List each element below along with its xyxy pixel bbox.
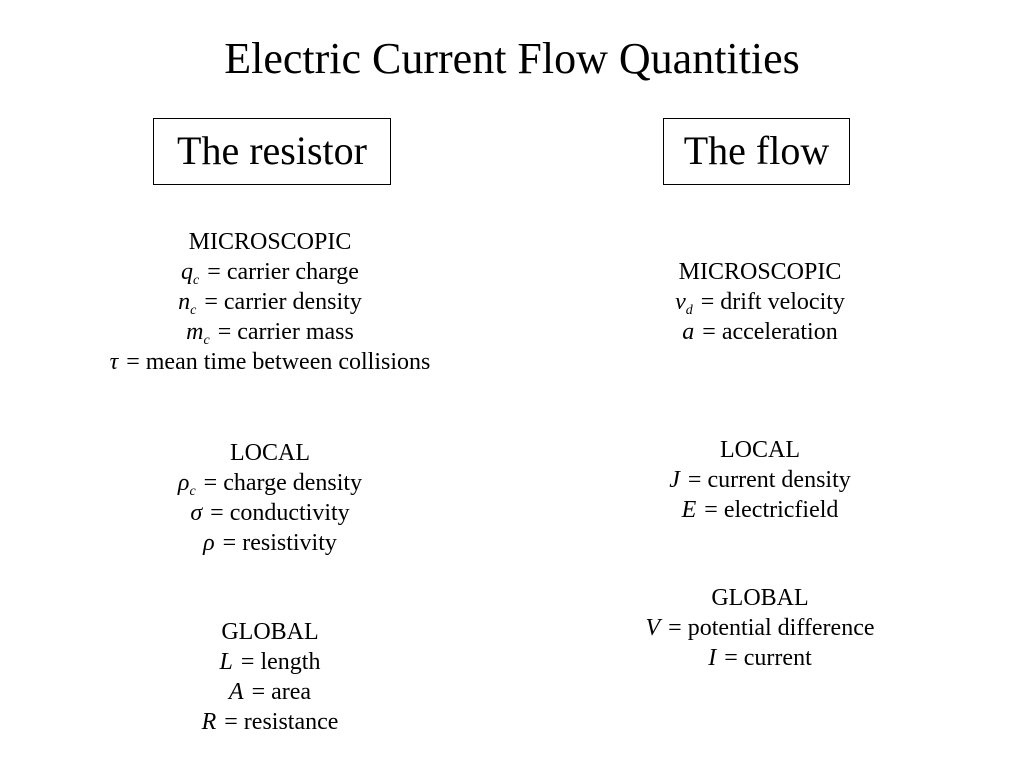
equals-sign: = xyxy=(217,319,232,345)
definition-line: R =resistance xyxy=(40,707,500,737)
equals-sign: = xyxy=(668,615,682,641)
symbol: J xyxy=(669,467,680,493)
definition-line: ρc =charge density xyxy=(40,468,500,499)
equals-sign: = xyxy=(240,649,255,675)
definition-text: conductivity xyxy=(229,500,350,526)
equals-sign: = xyxy=(704,497,718,523)
definition-text: current density xyxy=(707,467,851,493)
definition-line: L =length xyxy=(40,647,500,677)
symbol: a xyxy=(682,319,695,345)
equals-sign: = xyxy=(207,259,221,285)
equals-sign: = xyxy=(204,289,218,315)
symbol: ρ xyxy=(203,530,215,556)
flow-microscopic-group: MICROSCOPIC vd=drift velocity a=accelera… xyxy=(530,257,990,347)
definition-text: area xyxy=(271,679,312,705)
flow-global-group: GLOBAL V=potential difference I=current xyxy=(530,583,990,673)
group-heading: LOCAL xyxy=(230,440,310,466)
symbol: τ xyxy=(109,349,119,375)
definition-line: V =potential difference xyxy=(530,613,990,643)
symbol: V xyxy=(645,615,661,641)
definition-line: E =electricfield xyxy=(530,495,990,525)
definition-text: electricfield xyxy=(723,497,839,523)
definition-text: potential difference xyxy=(687,615,875,641)
symbol: L xyxy=(219,649,233,675)
definition-text: current xyxy=(743,645,812,671)
equals-sign: = xyxy=(224,709,238,735)
equals-sign: = xyxy=(126,349,140,375)
group-heading: LOCAL xyxy=(720,437,800,463)
definition-text: length xyxy=(260,649,321,675)
symbol: ρc xyxy=(177,470,196,499)
equals-sign: = xyxy=(203,470,218,496)
definition-line: ρ =resistivity xyxy=(40,528,500,558)
definition-line: τ =mean time between collisions xyxy=(40,347,500,377)
group-heading: GLOBAL xyxy=(711,585,809,611)
group-heading: GLOBAL xyxy=(221,619,319,645)
resistor-global-group: GLOBAL L=length A=area R=resistance xyxy=(40,617,500,737)
definition-line: I =current xyxy=(530,643,990,673)
equals-sign: = xyxy=(724,645,738,671)
definition-line: mc =carrier mass xyxy=(40,317,500,348)
equals-sign: = xyxy=(687,467,702,493)
definition-text: drift velocity xyxy=(720,289,845,315)
resistor-microscopic-group: MICROSCOPIC qc=carrier charge nc=carrier… xyxy=(40,227,500,377)
definition-line: A =area xyxy=(40,677,500,707)
definition-text: resistance xyxy=(243,709,339,735)
definition-line: a =acceleration xyxy=(530,317,990,347)
definition-line: vd =drift velocity xyxy=(530,287,990,318)
symbol: vd xyxy=(675,289,693,318)
resistor-local-group: LOCAL ρc=charge density σ=conductivity ρ… xyxy=(40,438,500,558)
flow-label-box: The flow xyxy=(663,118,850,185)
symbol: E xyxy=(681,497,697,523)
resistor-label-box: The resistor xyxy=(153,118,391,185)
symbol: mc xyxy=(186,319,210,348)
equals-sign: = xyxy=(222,530,237,556)
group-heading: MICROSCOPIC xyxy=(678,259,842,285)
definition-line: qc =carrier charge xyxy=(40,257,500,288)
definition-text: mean time between collisions xyxy=(145,349,431,375)
symbol: σ xyxy=(190,500,203,526)
symbol: qc xyxy=(181,259,200,288)
equals-sign: = xyxy=(702,319,716,345)
definition-text: resistivity xyxy=(242,530,337,556)
flow-local-group: LOCAL J=current density E=electricfield xyxy=(530,435,990,525)
definition-line: σ =conductivity xyxy=(40,498,500,528)
definition-line: J =current density xyxy=(530,465,990,495)
definition-text: carrier mass xyxy=(237,319,354,345)
symbol: I xyxy=(708,645,717,671)
definition-text: carrier density xyxy=(223,289,362,315)
definition-text: acceleration xyxy=(721,319,838,345)
group-heading: MICROSCOPIC xyxy=(188,229,352,255)
symbol: nc xyxy=(178,289,197,318)
equals-sign: = xyxy=(700,289,715,315)
slide-title: Electric Current Flow Quantities xyxy=(224,34,800,83)
equals-sign: = xyxy=(251,679,266,705)
definition-text: carrier charge xyxy=(226,259,359,285)
symbol: A xyxy=(228,679,244,705)
definition-text: charge density xyxy=(223,470,363,496)
definition-line: nc =carrier density xyxy=(40,287,500,318)
symbol: R xyxy=(201,709,217,735)
equals-sign: = xyxy=(210,500,224,526)
